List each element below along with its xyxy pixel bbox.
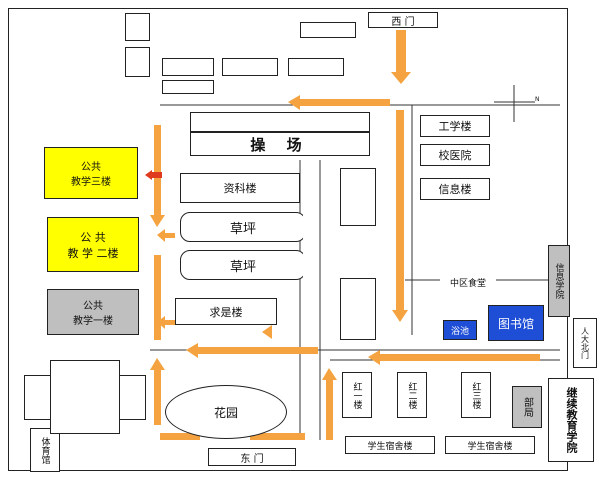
public-teaching-building-3[interactable]: 公共 教学三楼 <box>44 147 138 199</box>
qiushi-building[interactable]: 求是楼 <box>175 298 277 325</box>
red-arrow <box>145 170 152 180</box>
west-gate[interactable]: 西 门 <box>368 12 438 28</box>
cross-building-vertical <box>50 360 120 434</box>
campus-boundary <box>8 8 568 471</box>
top-small-building-2[interactable] <box>125 47 150 77</box>
bath-house[interactable]: 浴池 <box>443 320 477 340</box>
east-gate[interactable]: 东 门 <box>208 448 296 466</box>
lawn-2[interactable]: 草坪 <box>180 250 306 280</box>
playground[interactable]: 操 场 <box>190 132 370 156</box>
hong-3-building[interactable]: 红三楼 <box>461 372 491 418</box>
continuing-education-college[interactable]: 继续教育学院 <box>548 378 594 462</box>
middle-vertical-building-1[interactable] <box>340 168 376 226</box>
route-arrows <box>150 30 540 440</box>
renmin-north-gate[interactable]: 人大北门 <box>573 318 597 368</box>
middle-vertical-building-2[interactable] <box>303 200 317 290</box>
information-building[interactable]: 信息楼 <box>420 178 490 200</box>
information-college[interactable]: 信息学院 <box>548 245 570 317</box>
top-tiny-building[interactable] <box>162 80 214 94</box>
lawn-1[interactable]: 草坪 <box>180 212 306 242</box>
dorm-building-2[interactable]: 学生宿舍楼 <box>445 436 535 454</box>
top-row-building-3[interactable] <box>288 58 344 76</box>
dorm-building-1[interactable]: 学生宿舍楼 <box>345 436 435 454</box>
department-building[interactable]: 部局 <box>512 386 542 428</box>
zike-building[interactable]: 资科楼 <box>180 173 300 203</box>
compass-north-marker: N <box>535 96 540 103</box>
top-small-building-1[interactable] <box>125 13 150 41</box>
middle-vertical-building-3[interactable] <box>340 278 376 340</box>
public-teaching-building-2[interactable]: 公 共 教 学 二楼 <box>47 217 139 272</box>
middle-canteen[interactable]: 中区食堂 <box>440 272 496 292</box>
arrow-shape <box>396 30 406 72</box>
top-row-building-1[interactable] <box>162 58 214 76</box>
top-small-right-building[interactable] <box>300 22 356 38</box>
gymnasium[interactable]: 体育馆 <box>30 428 60 472</box>
top-row-building-2[interactable] <box>222 58 278 76</box>
hospital-building[interactable]: 校医院 <box>420 144 490 166</box>
engineering-building[interactable]: 工学楼 <box>420 115 490 137</box>
hong-1-building[interactable]: 红一楼 <box>342 372 372 418</box>
hong-2-building[interactable]: 红二楼 <box>397 372 427 418</box>
library-building[interactable]: 图书馆 <box>488 305 544 341</box>
public-teaching-building-1[interactable]: 公共 教学一楼 <box>47 289 139 335</box>
library-hall[interactable] <box>190 112 370 132</box>
garden[interactable]: 花园 <box>165 385 287 439</box>
